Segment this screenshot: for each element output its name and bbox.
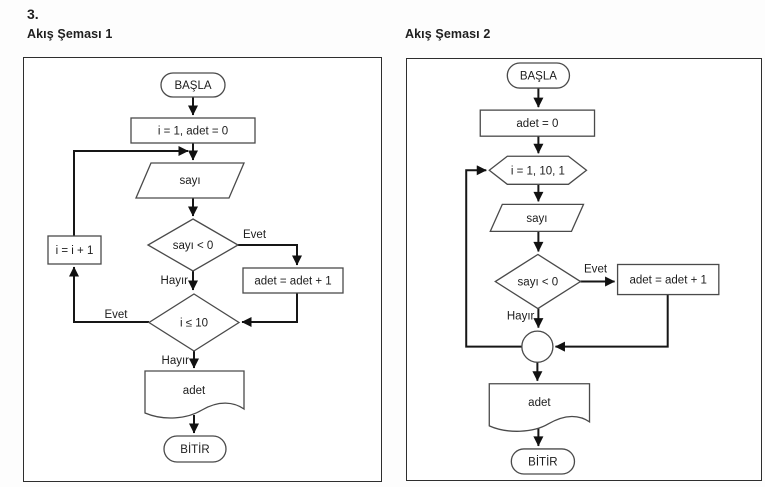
fc1-start-terminator: BAŞLA [160, 72, 226, 98]
fc2-edge-count-connector [554, 294, 669, 352]
fc2-end-terminator: BİTİR [510, 448, 576, 475]
fc2-input-label: sayı [526, 213, 547, 225]
process-shape [616, 263, 720, 296]
process-shape [242, 267, 344, 294]
flowchart2-diagram: BAŞLA adet = 0 i = 1, 10, 1 sayı sayı < … [465, 62, 720, 475]
fc2-loop-label: i = 1, 10, 1 [511, 165, 565, 177]
loop-shape [488, 155, 588, 185]
fc1-start-label: BAŞLA [174, 80, 211, 92]
fc2-increment-count-label: adet = adet + 1 [629, 275, 706, 287]
fc2-increment-count-process: adet = adet + 1 [616, 263, 720, 296]
question-number: 3. [27, 6, 39, 22]
fc2-output-label: adet [528, 397, 551, 409]
fc1-decision-loop-label: i ≤ 10 [180, 318, 208, 330]
fc2-edge-connector-loopback [465, 165, 522, 348]
fc1-output-document: adet [144, 370, 245, 419]
fc1-increment-index-label: i = i + 1 [56, 245, 94, 257]
io-shape [489, 203, 585, 233]
document-shape [144, 370, 245, 419]
fc1-increment-index-process: i = i + 1 [47, 235, 102, 265]
decision-shape [147, 293, 241, 352]
fc1-output-label: adet [183, 385, 206, 397]
flowchart1-panel: BAŞLA i = 1, adet = 0 sayı sayı < 0 adet… [23, 57, 382, 482]
fc1-init-label: i = 1, adet = 0 [158, 126, 228, 138]
fc2-connector-circle [521, 330, 554, 363]
fc1-label-hayir-loop: Hayır [162, 355, 190, 367]
fc2-output-document: adet [488, 383, 591, 432]
fc2-loop-hexagon: i = 1, 10, 1 [488, 155, 588, 185]
flowchart1-diagram: BAŞLA i = 1, adet = 0 sayı sayı < 0 adet… [47, 72, 344, 463]
fc1-decision-negative-label: sayı < 0 [173, 240, 214, 252]
fc2-decision-negative-diamond: sayı < 0 [494, 253, 582, 310]
fc1-increment-count-label: adet = adet + 1 [254, 276, 331, 288]
fc1-end-terminator: BİTİR [163, 435, 227, 463]
fc2-label-evet-negative: Evet [584, 264, 608, 276]
flowchart2-title: Akış Şeması 2 [405, 27, 491, 41]
fc1-label-hayir-negative: Hayır [161, 275, 189, 287]
terminator-shape [163, 435, 227, 463]
process-shape [47, 235, 102, 265]
fc2-init-process: adet = 0 [479, 109, 596, 137]
fc1-init-process: i = 1, adet = 0 [130, 117, 256, 144]
flowchart1-title: Akış Şeması 1 [27, 27, 113, 41]
terminator-shape [160, 72, 226, 98]
fc1-label-evet-negative: Evet [243, 229, 267, 241]
fc1-decision-negative-diamond: sayı < 0 [146, 218, 240, 272]
fc1-label-evet-loop: Evet [104, 309, 128, 321]
decision-shape [146, 218, 240, 272]
decision-shape [494, 253, 582, 310]
fc2-end-label: BİTİR [528, 455, 557, 468]
terminator-shape [506, 62, 571, 89]
io-shape [135, 162, 245, 199]
flowchart2-panel: BAŞLA adet = 0 i = 1, 10, 1 sayı sayı < … [406, 58, 762, 481]
fc1-increment-count-process: adet = adet + 1 [242, 267, 344, 294]
fc1-edge-loopback [73, 146, 189, 236]
fc1-end-label: BİTİR [180, 443, 209, 456]
fc2-init-label: adet = 0 [516, 118, 558, 130]
fc1-edge-count-decision2 [241, 293, 298, 327]
fc1-input-label: sayı [179, 175, 200, 187]
fc1-edge-decision1-evet [238, 244, 302, 266]
process-shape [479, 109, 596, 137]
fc2-start-terminator: BAŞLA [506, 62, 571, 89]
fc2-start-label: BAŞLA [520, 71, 557, 83]
fc2-decision-negative-label: sayı < 0 [518, 277, 559, 289]
connector-shape [521, 330, 554, 363]
fc1-edge-decision2-evet [69, 266, 149, 323]
process-shape [130, 117, 256, 144]
fc2-label-hayir-negative: Hayır [507, 311, 535, 323]
document-shape [488, 383, 591, 432]
fc1-decision-loop-diamond: i ≤ 10 [147, 293, 241, 352]
fc1-input-parallelogram: sayı [135, 162, 245, 199]
terminator-shape [510, 448, 576, 475]
fc2-input-parallelogram: sayı [489, 203, 585, 233]
